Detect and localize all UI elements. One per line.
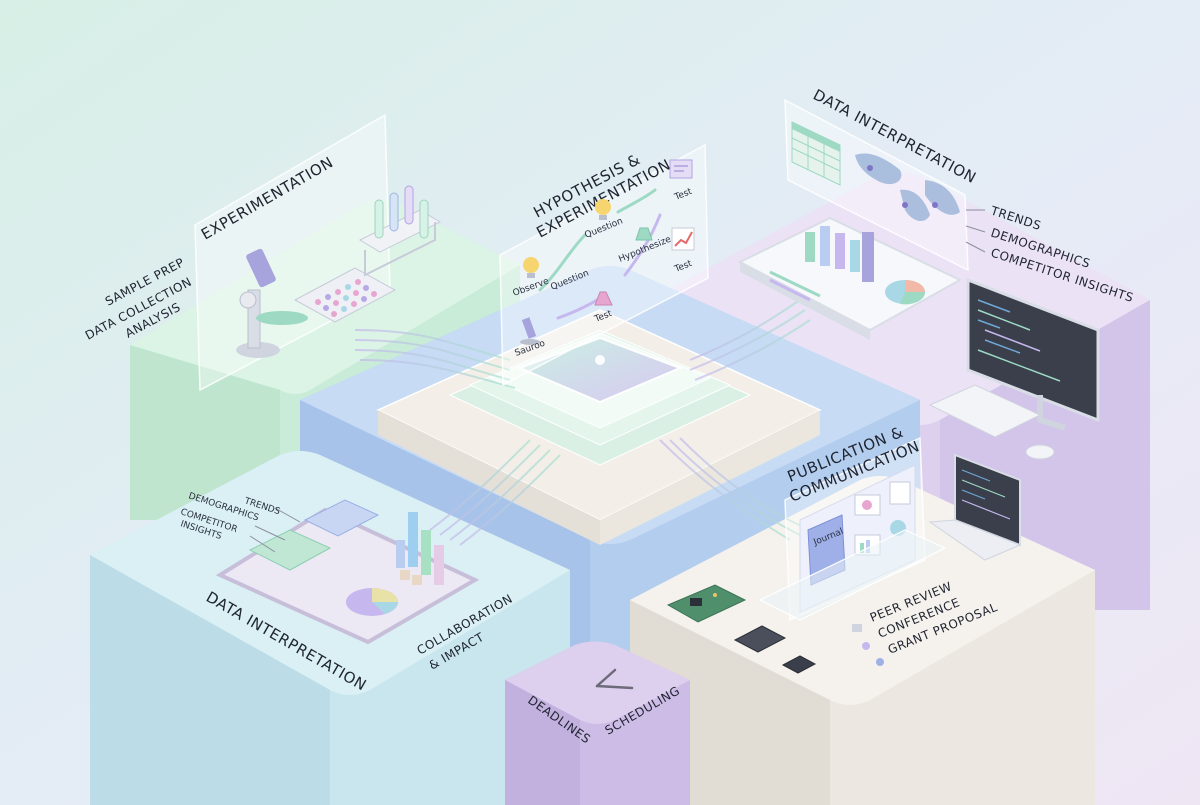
spreadsheet-icon [791, 121, 841, 186]
keyboard-icon [928, 384, 1042, 438]
world-map-icon [855, 153, 960, 222]
pie-chart-icon [885, 280, 926, 305]
test-tube-rack-icon [358, 185, 442, 277]
pie-chart-icon-2 [346, 588, 398, 616]
microscope-icon [236, 248, 308, 358]
document-icon [852, 624, 862, 632]
laptop [928, 453, 1022, 561]
microchip-icon [733, 625, 817, 674]
mouse-icon [1025, 444, 1055, 460]
microphone-icon [876, 658, 884, 666]
flask-icon [635, 227, 653, 241]
lightbulb-icon-2 [595, 199, 611, 220]
flask-icon-2 [594, 291, 613, 306]
hypothesis-panel: HYPOTHESIS & EXPERIMENTATION [499, 143, 709, 387]
spreadsheet-icon-2 [248, 499, 380, 571]
figure-thumbnail-icon [854, 481, 911, 556]
clock-hand-icon [595, 668, 617, 688]
bar-chart-icon [396, 512, 444, 585]
trend-chart-icon [671, 227, 695, 251]
people-icon [862, 642, 870, 650]
data-streams [354, 299, 811, 546]
desktop-computer [928, 277, 1100, 460]
microscope-small-icon [520, 317, 540, 345]
cycle-arrows [538, 188, 662, 320]
circuit-board-icon [666, 584, 747, 623]
timeline-block [505, 641, 690, 805]
lightbulb-icon [523, 257, 539, 278]
dashboard-screen [737, 216, 963, 340]
document-chart-icon [669, 159, 693, 179]
well-plate-icon [293, 267, 397, 323]
